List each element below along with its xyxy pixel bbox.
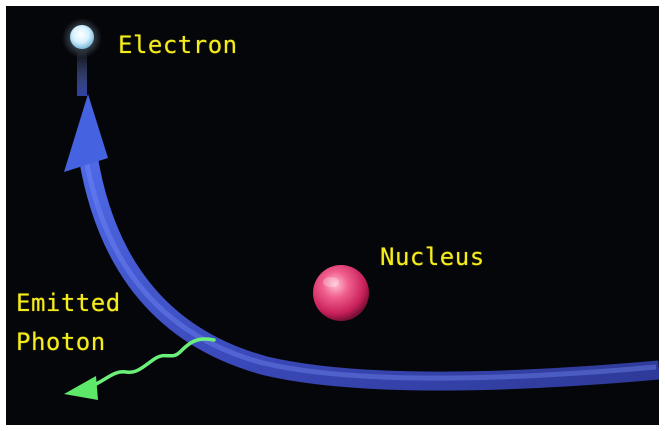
electron-label: Electron (118, 31, 238, 59)
orbit-path-arrow (64, 94, 659, 391)
orbit-arrowhead-icon (64, 94, 108, 172)
nucleus-label: Nucleus (380, 243, 485, 271)
emitted-photon-label-line2: Photon (16, 328, 106, 356)
diagram-scene (62, 18, 659, 400)
photon-wave-arrow-icon (64, 337, 216, 400)
emitted-photon-label-line1: Emitted (16, 289, 121, 317)
electron-icon (62, 18, 102, 58)
diagram-frame: Electron Nucleus Emitted Photon (6, 6, 659, 425)
nucleus-icon (313, 265, 369, 321)
electron-trail (77, 50, 87, 96)
